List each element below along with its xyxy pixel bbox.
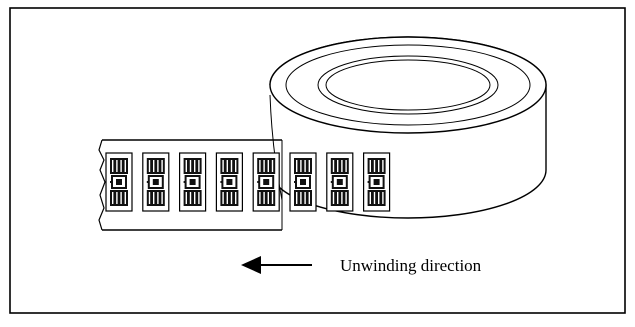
unwinding-direction-caption: Unwinding direction: [340, 256, 482, 275]
rfid-tag-icon: [363, 152, 391, 212]
roll-side-line: [269, 94, 283, 201]
roll-winding-ring: [285, 44, 531, 126]
strip-torn-edge: [98, 139, 106, 231]
rfid-tag-icon: [326, 152, 354, 212]
roll-core-hole: [325, 59, 491, 111]
diagram-frame: [9, 7, 626, 314]
rfid-tag-icon: [142, 152, 170, 212]
rfid-tag-icon: [179, 152, 207, 212]
rfid-tag-icon: [289, 152, 317, 212]
rfid-tag-icon: [215, 152, 243, 212]
label-strip: [98, 139, 391, 231]
rfid-labels: [105, 152, 391, 212]
roll-core-outer: [317, 55, 499, 115]
strip-edges: [102, 139, 282, 231]
rfid-tag-icon: [105, 152, 133, 212]
rfid-tag-icon: [252, 152, 280, 212]
arrow-left-icon: [241, 256, 312, 274]
